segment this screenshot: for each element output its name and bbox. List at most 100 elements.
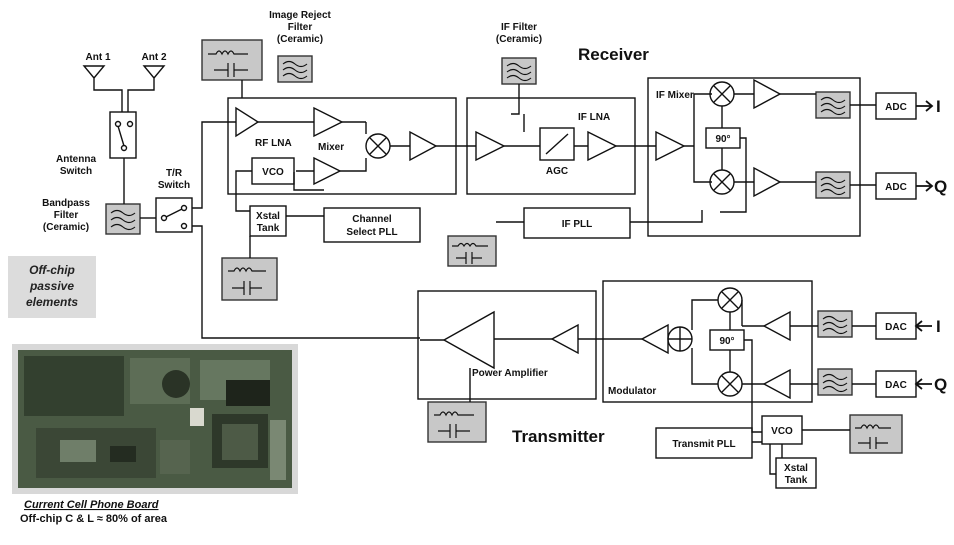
label-vco-rx: VCO [262,167,284,178]
label-if-mixer: IF Mixer [656,90,694,101]
amp-if-lna [588,132,616,160]
amp-lo-buffer [314,158,340,184]
label-tr-switch-2: Switch [158,180,190,191]
title-receiver: Receiver [578,45,649,64]
amp-rf-mixer-pre [314,108,342,136]
amp-tx-q [764,370,790,398]
label-in-i: I [936,317,941,336]
label-if-filter-2: (Ceramic) [496,34,542,45]
lpf-tx-q-tile [818,369,852,395]
label-transmit-pll: Transmit PLL [672,439,735,450]
label-adc-i: ADC [885,102,907,113]
mixer-i [710,82,734,106]
offchip-tile-lc-1 [202,40,262,80]
bandpass-filter-tile [106,204,140,234]
offchip-line-3: elements [26,295,78,309]
label-antenna-switch-1: Antenna [56,154,96,165]
label-phase-rx: 90° [715,134,730,145]
wire-demod-split [684,94,712,182]
label-tr-switch-1: T/R [166,168,183,179]
label-mixer: Mixer [318,142,344,153]
board-caption-title: Current Cell Phone Board [24,499,159,511]
wire-rf-lna-out [242,80,314,122]
amp-tx-i [764,312,790,340]
lpf-tx-i-tile [818,311,852,337]
mixer-rf [366,134,390,158]
amp-if-in [476,132,504,160]
antenna-1 [84,66,122,112]
wire-mixer [366,122,410,146]
board-caption-note: Off-chip C & L ≈ 80% of area [20,513,168,525]
mixer-q [710,170,734,194]
label-xtal-rx-1: Xstal [256,211,280,222]
label-if-filter-1: IF Filter [501,22,537,33]
label-image-reject-2: Filter [288,22,313,33]
arrow-tx-in [916,321,932,389]
label-antenna-switch-2: Switch [60,166,92,177]
amp-rf-post [410,132,436,160]
antenna-switch [110,112,136,204]
label-xtal-tx-1: Xstal [784,463,808,474]
offchip-tile-lc-3 [448,236,496,266]
label-bandpass-3: (Ceramic) [43,222,89,233]
amp-q-out [754,168,780,196]
label-agc: AGC [546,166,568,177]
amp-tx-mod [642,325,668,353]
wire-tr-to-rx [192,122,236,208]
label-dac-i: DAC [885,322,907,333]
cell-phone-board-photo [12,344,298,494]
amp-tx-driver [552,325,578,353]
label-if-pll: IF PLL [562,219,593,230]
label-xtal-rx-2: Tank [257,223,280,234]
label-bandpass-2: Filter [54,210,79,221]
label-vco-tx: VCO [771,426,793,437]
wire-pa-out [420,340,470,402]
label-channel-pll-1: Channel [352,214,392,225]
label-image-reject-3: (Ceramic) [277,34,323,45]
label-rf-lna: RF LNA [255,138,292,149]
lpf-rx-i-tile [816,92,850,118]
wire-tx-amp [742,326,764,384]
label-phase-tx: 90° [719,336,734,347]
offchip-line-2: passive [29,279,74,293]
wire-phase-rx [720,106,746,212]
mixer-tx-q [718,372,742,396]
tr-switch [140,198,192,232]
label-out-q: Q [934,177,947,196]
offchip-tile-lc-5 [850,415,902,453]
image-reject-filter-tile [278,56,312,82]
amp-power [444,312,494,368]
label-if-lna: IF LNA [578,112,610,123]
label-bandpass-1: Bandpass [42,198,90,209]
wire-lo [296,158,366,171]
label-xtal-tx-2: Tank [785,475,808,486]
amp-i-out [754,80,780,108]
label-ant-2: Ant 2 [142,52,167,63]
amp-demod-in [656,132,684,160]
offchip-line-1: Off-chip [29,263,75,277]
agc-slash [546,134,568,154]
wire-if-pll [496,210,702,222]
summer [668,327,692,351]
offchip-tile-lc-4 [428,402,486,442]
label-ant-1: Ant 1 [86,52,111,63]
offchip-tile-lc-2 [222,258,277,300]
arrow-rx-out [916,101,932,191]
amp-rf-lna [236,108,258,136]
label-power-amp: Power Amplifier [472,368,548,379]
label-out-i: I [936,97,941,116]
title-transmitter: Transmitter [512,427,605,446]
label-image-reject-1: Image Reject [269,10,331,21]
power-amp-block [418,291,596,399]
if-filter-tile [502,58,536,84]
label-in-q: Q [934,375,947,394]
label-dac-q: DAC [885,380,907,391]
wire-if-filter [511,84,588,146]
wire-to-sum [692,300,718,384]
label-adc-q: ADC [885,182,907,193]
antenna-2 [128,66,164,112]
lpf-rx-q-tile [816,172,850,198]
mixer-tx-i [718,288,742,312]
